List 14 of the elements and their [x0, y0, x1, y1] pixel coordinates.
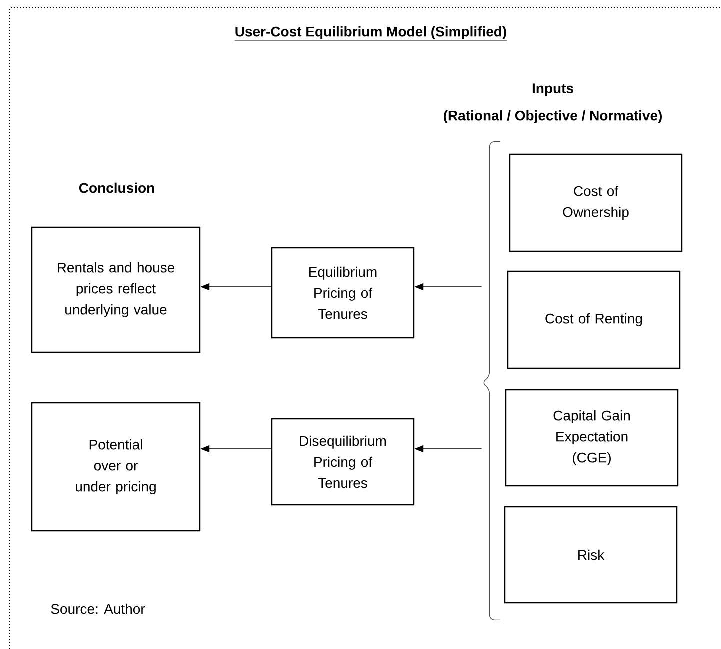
text-box: Risk — [504, 506, 678, 604]
heading: (Rational / Objective / Normative) — [444, 110, 662, 124]
text-box: Cost of Ownership — [509, 154, 683, 252]
text-box: Rentals and house prices reflect underlying value — [31, 226, 201, 354]
text-box: Potential over or under pricing — [31, 402, 201, 532]
heading: Conclusion — [79, 182, 154, 194]
text-box: Capital Gain Expectation (CGE) — [505, 389, 679, 487]
text-box: Cost of Renting — [507, 270, 681, 370]
brace — [484, 141, 501, 621]
title: User-Cost Equilibrium Model (Simplified) — [234, 26, 508, 42]
text-box: Disequilibrium Pricing of Tenures — [271, 418, 415, 506]
heading: Inputs — [532, 84, 574, 96]
text-box: Equilibrium Pricing of Tenures — [271, 247, 415, 339]
source-note: Source: Author — [51, 604, 146, 614]
